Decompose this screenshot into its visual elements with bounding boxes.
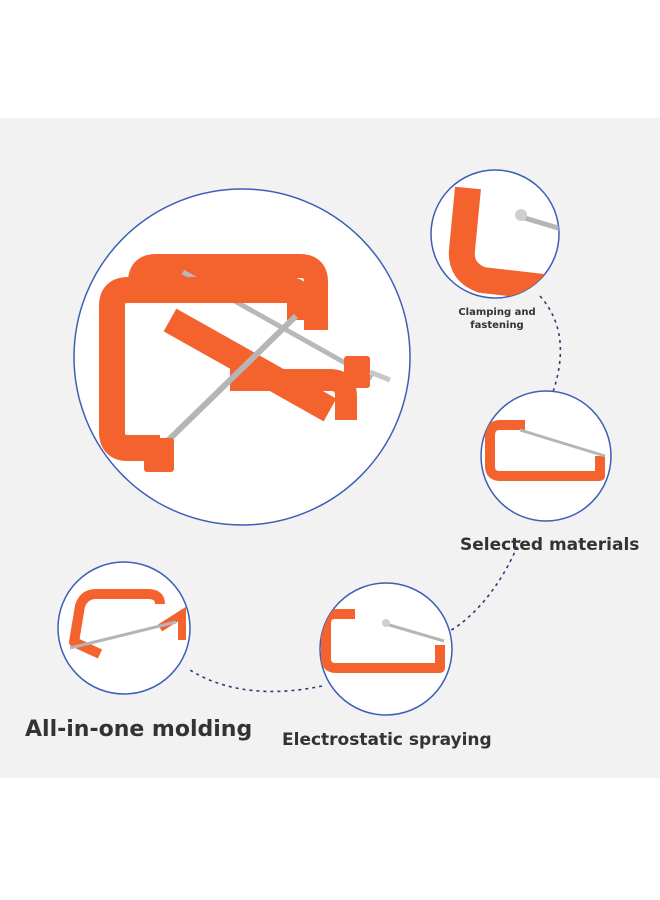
clamping-circle — [430, 169, 560, 299]
molding-label: All-in-one molding — [25, 717, 253, 742]
spraying-label: Electrostatic spraying — [282, 730, 492, 750]
molding-circle — [57, 561, 191, 695]
dashed-connector — [189, 295, 562, 693]
materials-label: Selected materials — [460, 535, 640, 555]
electrostatic-circle — [319, 582, 453, 716]
clamping-label: Clamping and fastening — [458, 307, 536, 331]
main-clamp-circle — [73, 188, 411, 526]
selected-materials-circle — [480, 390, 612, 522]
